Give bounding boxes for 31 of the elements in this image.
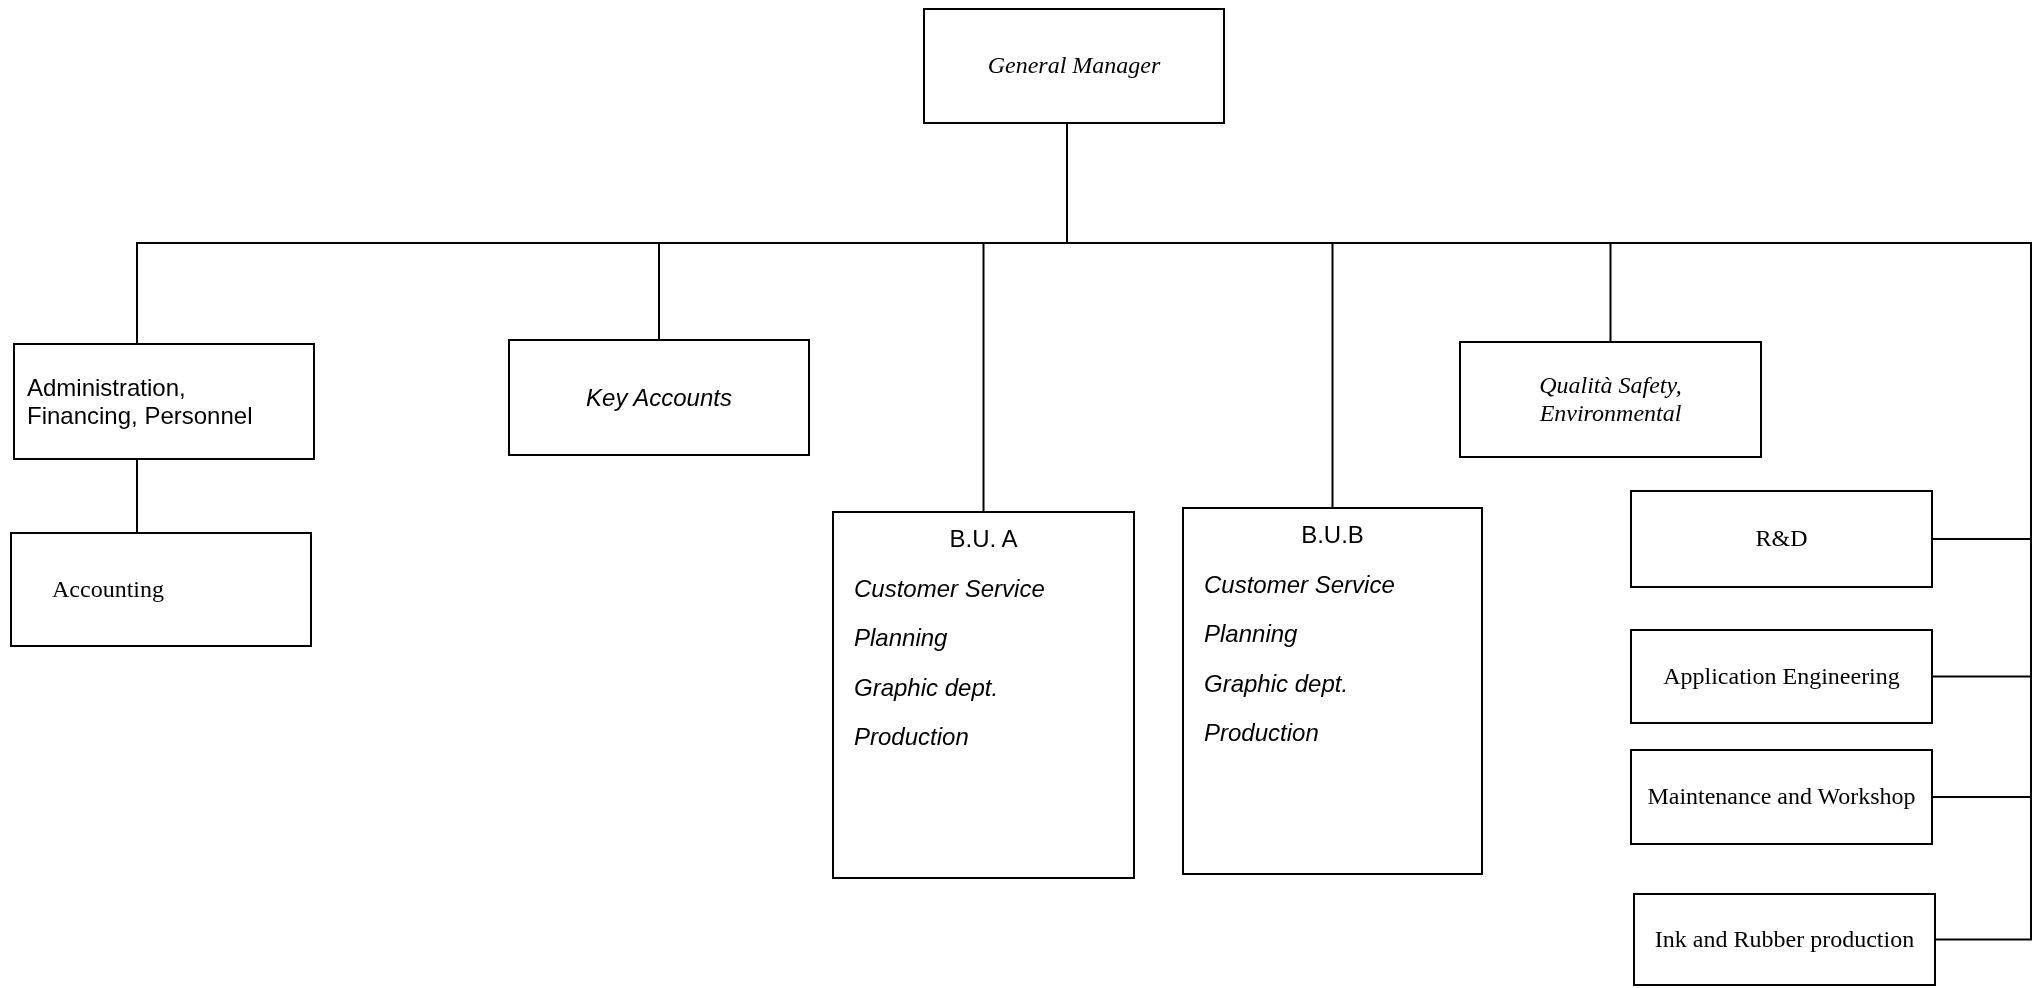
department-name: Graphic dept.: [853, 673, 1000, 702]
role-title: Key Accounts: [585, 383, 733, 412]
org-box: [1459, 341, 1762, 458]
connector-line: [136, 459, 138, 533]
org-box: [923, 8, 1225, 124]
role-title: Maintenance and Workshop: [1646, 783, 1917, 811]
department-name: Production: [853, 723, 970, 751]
unit-title: B.U. A: [948, 525, 1019, 553]
department-name: Production: [1203, 719, 1320, 747]
org-box: [1633, 893, 1936, 986]
org-box: [508, 339, 810, 456]
role-title: Ink and Rubber production: [1653, 925, 1916, 954]
role-title: Qualità Safety, Environmental: [1538, 371, 1683, 428]
department-name: Customer Service: [1203, 570, 1396, 599]
department-name: Planning: [1203, 620, 1299, 648]
department-name: Graphic dept.: [1203, 669, 1350, 698]
role-title: General Manager: [986, 52, 1162, 80]
org-box: [1630, 629, 1933, 724]
role-title: Accounting: [51, 575, 165, 604]
role-title: R&D: [1754, 525, 1809, 553]
org-box: [10, 532, 312, 647]
org-box: [832, 511, 1135, 879]
org-box: [1630, 490, 1933, 588]
department-name: Planning: [853, 624, 949, 652]
role-title: Administration, Financing, Personnel: [27, 373, 254, 430]
org-box: [1630, 749, 1933, 845]
org-box: [1182, 507, 1483, 875]
org-box: [13, 343, 315, 460]
role-title: Application Engineering: [1662, 662, 1901, 691]
unit-title: B.U.B: [1300, 521, 1365, 549]
department-name: Customer Service: [853, 574, 1046, 603]
